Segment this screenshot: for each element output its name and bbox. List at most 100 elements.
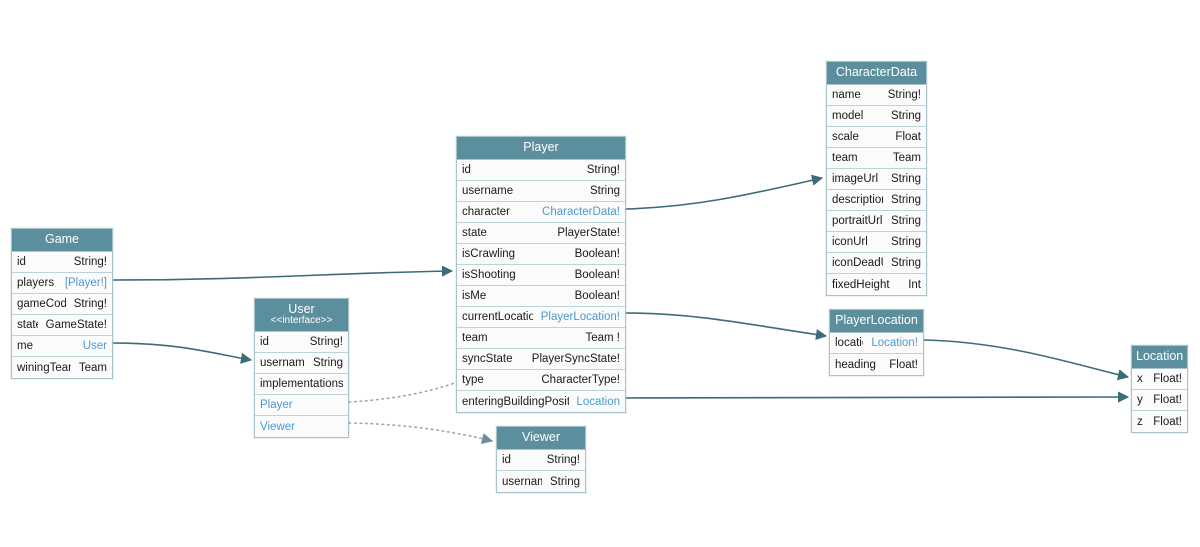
field-name: z [1137,415,1143,428]
field-name: username [260,357,305,370]
table-row[interactable]: fixedHeight Int [827,274,926,296]
table-row[interactable]: me User [12,336,112,358]
field-type: GameState! [45,319,107,332]
field-type: String [890,257,921,270]
edge-game-me-to-user [112,342,253,364]
table-row[interactable]: currentLocation PlayerLocation! [457,307,625,329]
table-row[interactable]: syncState PlayerSyncState! [457,349,625,371]
field-type[interactable]: PlayerLocation! [540,311,620,324]
table-row[interactable]: id String! [255,332,348,354]
entity-characterdata[interactable]: CharacterData name String! model String … [826,61,927,297]
field-name: enteringBuildingPosition [462,395,569,408]
field-type[interactable]: User [82,340,107,353]
table-row[interactable]: character CharacterData! [457,202,625,224]
field-type: PlayerState! [557,227,620,240]
table-row[interactable]: winingTeam Team [12,357,112,379]
entity-game[interactable]: Game id String! players [Player!] gameCo… [11,228,113,380]
field-name: currentLocation [462,311,533,324]
field-name: isCrawling [462,248,516,261]
table-row[interactable]: state PlayerState! [457,223,625,245]
entity-viewer[interactable]: Viewer id String! username String [496,426,586,494]
table-row[interactable]: username String [255,353,348,375]
field-type[interactable]: CharacterData! [542,206,620,219]
edge-user-implements-player [348,376,471,403]
field-name: username [462,185,514,198]
table-row[interactable]: location Location! [830,333,923,355]
edge-user-implements-viewer [348,422,494,445]
field-name: id [17,256,26,269]
entity-user-stereotype: <<interface>> [270,315,333,327]
table-row[interactable]: state GameState! [12,315,112,337]
entity-user[interactable]: User <<interface>> id String! username S… [254,298,349,439]
table-row[interactable]: scale Float [827,127,926,149]
field-type: PlayerSyncState! [531,353,620,366]
table-row[interactable]: imageUrl String [827,169,926,191]
implementations-header: implementations [255,374,348,396]
field-type: String [890,194,921,207]
table-row[interactable]: x Float! [1132,369,1187,391]
entity-player[interactable]: Player id String! username String charac… [456,136,626,414]
field-name: iconUrl [832,236,868,249]
entity-playerlocation[interactable]: PlayerLocation location Location! headin… [829,309,924,377]
table-row[interactable]: username String [457,181,625,203]
field-name: team [462,332,488,345]
field-type: Team ! [585,332,620,345]
table-row[interactable]: isMe Boolean! [457,286,625,308]
field-name: scale [832,131,859,144]
table-row[interactable]: id String! [12,252,112,274]
field-name: username [502,475,542,488]
field-name: description [832,194,883,207]
implementation-viewer[interactable]: Viewer [255,416,348,438]
field-name: location [835,337,863,350]
field-name: state [462,227,487,240]
table-row[interactable]: description String [827,190,926,212]
field-type: String! [887,89,921,102]
edge-player-character-to-characterdata [625,174,824,210]
table-row[interactable]: players [Player!] [12,273,112,295]
table-row[interactable]: team Team [827,148,926,170]
field-name: type [462,374,484,387]
table-row[interactable]: z Float! [1132,411,1187,433]
field-type: Float! [1153,415,1182,428]
field-type: Float! [1153,394,1182,407]
table-row[interactable]: iconDeadUrl String [827,253,926,275]
field-name: x [1137,373,1143,386]
table-row[interactable]: id String! [457,160,625,182]
field-name: fixedHeight [832,278,890,291]
field-type: Float [895,131,921,144]
table-row[interactable]: type CharacterType! [457,370,625,392]
edge-player-currentlocation-to-playerlocation [625,312,828,341]
table-row[interactable]: gameCode String! [12,294,112,316]
table-row[interactable]: enteringBuildingPosition Location [457,391,625,413]
table-row[interactable]: isCrawling Boolean! [457,244,625,266]
field-name: syncState [462,353,513,366]
table-row[interactable]: isShooting Boolean! [457,265,625,287]
field-type: String! [586,164,620,177]
table-row[interactable]: model String [827,106,926,128]
entity-location[interactable]: Location x Float! y Float! z Float! [1131,345,1188,434]
implementation-name[interactable]: Viewer [260,420,295,433]
field-type[interactable]: Location [576,395,620,408]
field-type: String [589,185,620,198]
edge-game-players-to-player [112,265,454,281]
field-type[interactable]: [Player!] [64,277,107,290]
field-name: imageUrl [832,173,879,186]
field-type[interactable]: Location! [871,337,918,350]
table-row[interactable]: iconUrl String [827,232,926,254]
implementation-name[interactable]: Player [260,399,293,412]
table-row[interactable]: portraitUrl String [827,211,926,233]
field-name: y [1137,394,1143,407]
table-row[interactable]: team Team ! [457,328,625,350]
field-name: heading [835,358,876,371]
table-row[interactable]: id String! [497,450,585,472]
field-type: Team [892,152,921,165]
implementation-player[interactable]: Player [255,395,348,417]
table-row[interactable]: name String! [827,85,926,107]
field-type: String [312,357,343,370]
table-row[interactable]: username String [497,471,585,493]
field-name: id [260,336,269,349]
field-type: CharacterType! [541,374,620,387]
table-row[interactable]: heading Float! [830,354,923,376]
table-row[interactable]: y Float! [1132,390,1187,412]
